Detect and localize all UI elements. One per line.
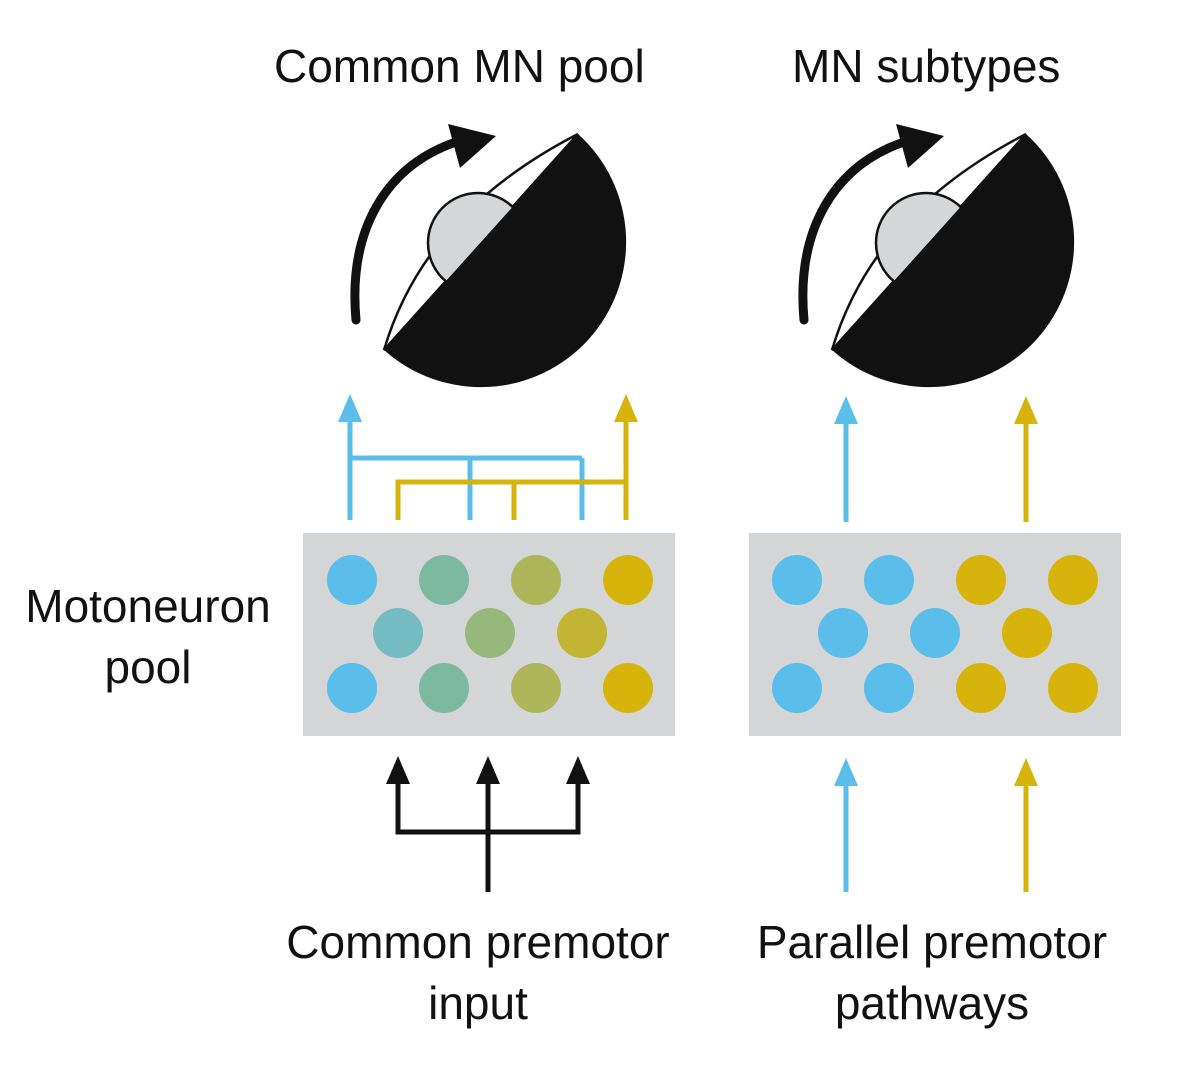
- motoneuron-dot: [1048, 555, 1098, 605]
- motoneuron-dot: [419, 663, 469, 713]
- parallel-input-wiring: [843, 784, 1029, 892]
- motoneuron-dot: [373, 608, 423, 658]
- arrowhead-icon: [1014, 758, 1038, 786]
- curved-arrow-icon: [350, 124, 496, 325]
- motoneuron-pool-label-line1: Motoneuron: [25, 580, 271, 632]
- arrowhead-icon: [834, 396, 858, 424]
- eye-icon: [382, 132, 627, 388]
- motoneuron-dots-left: [327, 555, 653, 713]
- arrowhead-icon: [338, 394, 362, 422]
- eye-icon: [830, 132, 1075, 388]
- motoneuron-dot: [603, 663, 653, 713]
- title-common-mn-pool: Common MN pool: [274, 40, 645, 92]
- arrowhead-icon: [566, 756, 590, 784]
- arrowhead-icon: [834, 758, 858, 786]
- common-premotor-input-label: Common premotor input: [250, 912, 706, 1033]
- parallel-premotor-pathways-label: Parallel premotor pathways: [722, 912, 1142, 1033]
- arrowhead-icon: [386, 756, 410, 784]
- motoneuron-dots-right: [772, 555, 1098, 713]
- motoneuron-dot: [419, 555, 469, 605]
- motoneuron-dot: [864, 663, 914, 713]
- motoneuron-dot: [327, 663, 377, 713]
- motoneuron-dot: [772, 663, 822, 713]
- motoneuron-dot: [511, 663, 561, 713]
- title-mn-subtypes: MN subtypes: [792, 40, 1061, 92]
- motoneuron-dot: [772, 555, 822, 605]
- yellow-branch-wire: [395, 479, 626, 520]
- blue-branch-wire: [350, 455, 585, 520]
- motoneuron-dot: [818, 608, 868, 658]
- arrowhead-icon: [614, 394, 638, 422]
- motoneuron-dot: [327, 555, 377, 605]
- common-premotor-input-line1: Common premotor: [286, 916, 670, 968]
- motoneuron-dot: [557, 608, 607, 658]
- motor-output-wiring: [843, 420, 1029, 522]
- curved-arrow-icon: [798, 124, 944, 325]
- motoneuron-dot: [864, 555, 914, 605]
- motoneuron-pool-label: Motoneuron pool: [2, 576, 294, 697]
- motor-output-wiring: [347, 418, 629, 520]
- motoneuron-dot: [603, 555, 653, 605]
- motoneuron-dot: [956, 663, 1006, 713]
- motoneuron-dot: [1002, 608, 1052, 658]
- arrowhead-icon: [476, 756, 500, 784]
- arrowhead-icon: [1014, 396, 1038, 424]
- motoneuron-dot: [1048, 663, 1098, 713]
- motoneuron-dot: [910, 608, 960, 658]
- motoneuron-pool-label-line2: pool: [104, 640, 192, 693]
- common-input-wiring: [395, 782, 581, 892]
- parallel-premotor-pathways-line2: pathways: [834, 976, 1030, 1029]
- parallel-premotor-pathways-line1: Parallel premotor: [756, 916, 1108, 968]
- motoneuron-dot: [465, 608, 515, 658]
- common-premotor-input-line2: input: [428, 976, 528, 1029]
- motoneuron-dot: [956, 555, 1006, 605]
- motoneuron-dot: [511, 555, 561, 605]
